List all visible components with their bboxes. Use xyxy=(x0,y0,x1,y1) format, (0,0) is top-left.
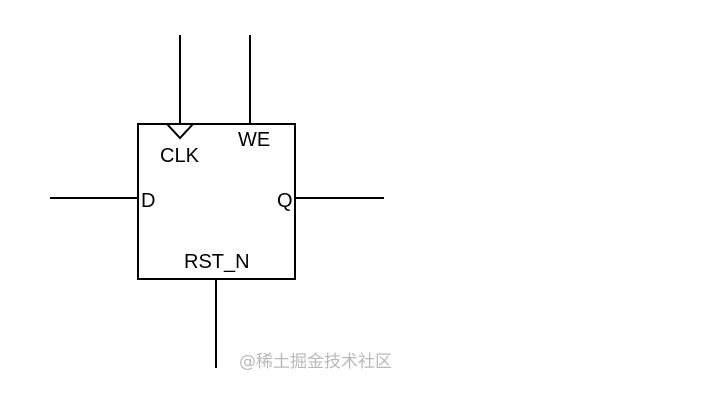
clock-edge-triangle-icon xyxy=(166,123,194,140)
flip-flop-block xyxy=(137,123,296,280)
pin-label-we: WE xyxy=(238,129,270,151)
pin-label-q: Q xyxy=(277,190,293,212)
watermark-text: @稀土掘金技术社区 xyxy=(239,352,392,372)
pin-label-rst-n: RST_N xyxy=(184,251,250,273)
pin-label-d: D xyxy=(141,190,155,212)
pin-label-clk: CLK xyxy=(160,145,200,167)
